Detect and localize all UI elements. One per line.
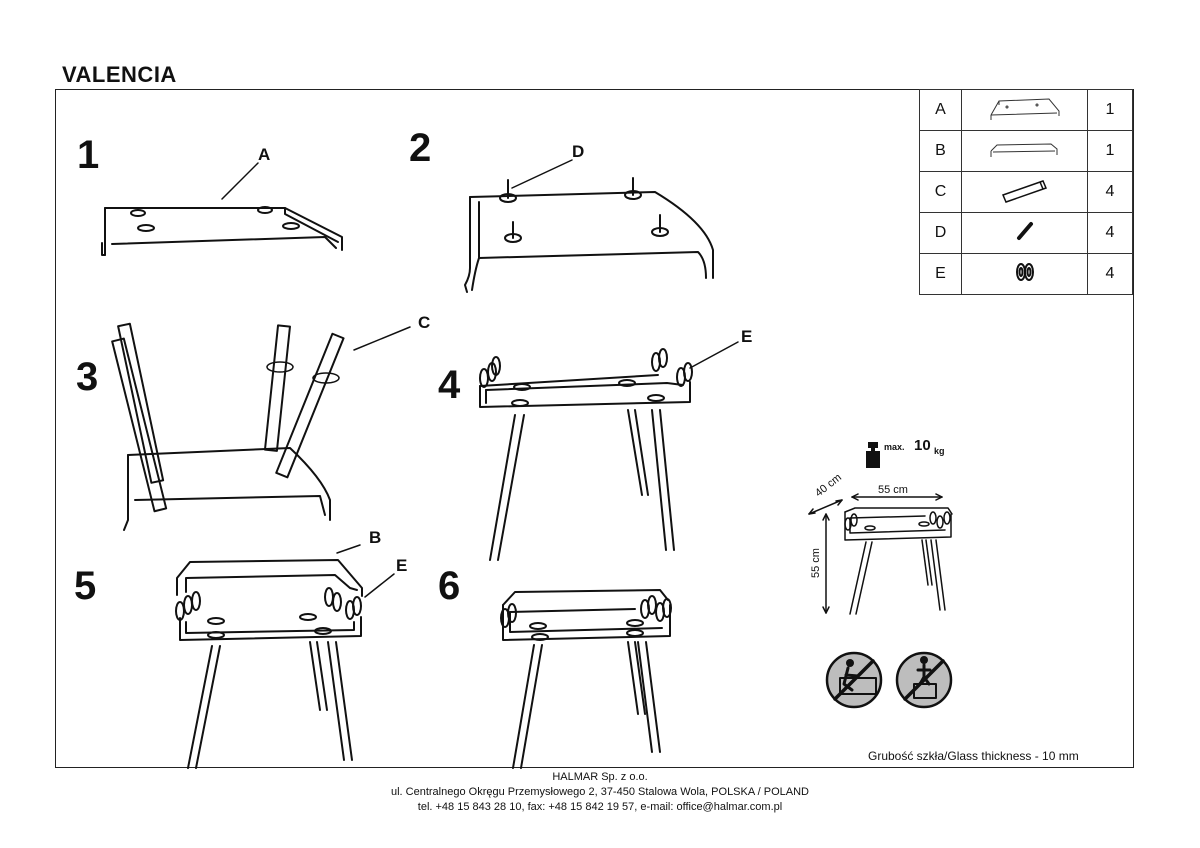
step-number-2: 2 [409, 126, 432, 170]
no-standing-icon [895, 651, 953, 709]
step1-illustration [101, 162, 343, 256]
glass-thickness-note: Grubość szkła/Glass thickness - 10 mm [868, 749, 1079, 763]
part-qty: 4 [1087, 171, 1133, 213]
table-row: B 1 [919, 130, 1133, 172]
callout-c: C [418, 313, 431, 332]
part-qty: 4 [1087, 253, 1133, 295]
callout-d: D [572, 142, 585, 161]
callout-b: B [369, 528, 382, 547]
table-row: A 1 [919, 89, 1133, 131]
instruction-frame [55, 89, 1134, 768]
part-letter: B [919, 130, 962, 172]
callout-a: A [258, 145, 271, 164]
part-letter: A [919, 89, 962, 131]
step-number-4: 4 [438, 363, 461, 407]
part-letter: D [919, 212, 962, 254]
document-title: VALENCIA [62, 62, 177, 87]
weight-icon [866, 442, 880, 468]
step-number-3: 3 [76, 355, 99, 399]
footer-company: HALMAR Sp. z o.o. [552, 771, 648, 783]
table-row: C 4 [919, 171, 1133, 213]
parts-list-table: A 1 B 1 C 4 D [919, 89, 1133, 295]
step3-illustration [111, 322, 411, 531]
part-letter: C [919, 171, 962, 213]
clip-connector-icon [961, 253, 1088, 295]
step6-illustration [500, 589, 672, 769]
max-load-label: max. [884, 442, 905, 452]
step4-illustration [479, 341, 739, 561]
callout-e-step5: E [396, 556, 408, 575]
step5-illustration [175, 544, 395, 769]
dimension-drawing [808, 493, 953, 615]
leg-icon [961, 171, 1088, 213]
callout-e-step4: E [741, 327, 753, 346]
glass-shelf-icon [961, 130, 1088, 172]
part-letter: E [919, 253, 962, 295]
max-load-unit: kg [934, 446, 945, 456]
footer-address: ul. Centralnego Okręgu Przemysłowego 2, … [390, 786, 809, 798]
step2-illustration [464, 159, 714, 293]
step-number-1: 1 [77, 133, 100, 177]
glass-top-frame-icon [961, 89, 1088, 131]
part-qty: 1 [1087, 89, 1133, 131]
dimension-width: 55 cm [878, 484, 908, 496]
no-sitting-icon [825, 651, 883, 709]
step-number-5: 5 [74, 564, 97, 608]
dimension-height: 55 cm [810, 548, 822, 578]
step-number-6: 6 [438, 564, 461, 608]
footer: HALMAR Sp. z o.o. ul. Centralnego Okręgu… [0, 770, 1200, 815]
footer-contact: tel. +48 15 843 28 10, fax: +48 15 842 1… [417, 801, 783, 813]
screw-bolt-icon [961, 212, 1088, 254]
table-row: D 4 [919, 212, 1133, 254]
table-row: E 4 [919, 253, 1133, 295]
part-qty: 4 [1087, 212, 1133, 254]
part-qty: 1 [1087, 130, 1133, 172]
max-load-value: 10 [914, 437, 931, 454]
